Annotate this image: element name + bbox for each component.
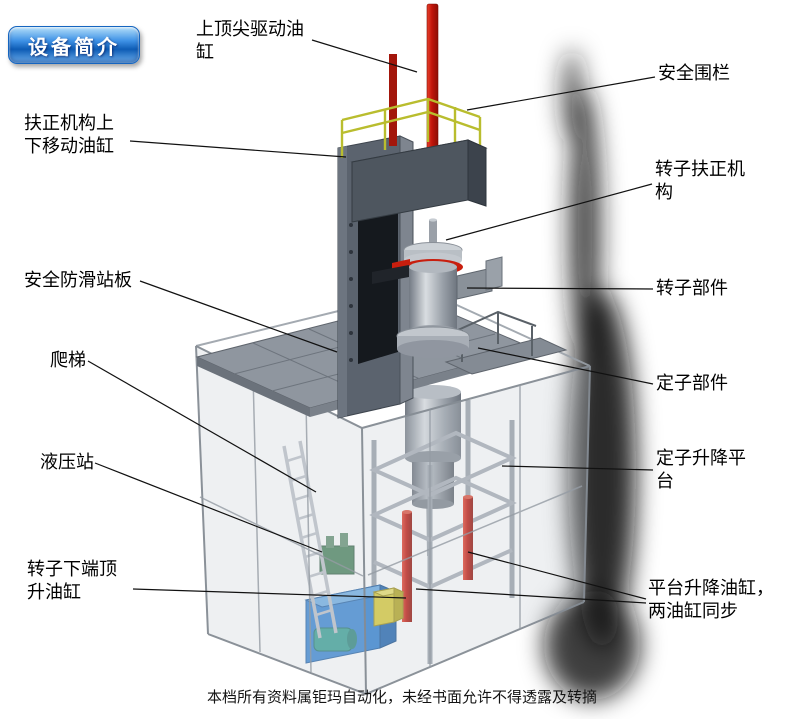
platform-lift-red-cylinders [402, 495, 473, 622]
title-badge: 设备简介 [8, 26, 140, 64]
centering-bracket [456, 267, 493, 300]
callout-platform-lift-cylinders: 平台升降油缸，两油缸同步 [648, 578, 774, 621]
secondary-rod [389, 54, 397, 146]
cage-front [195, 345, 591, 696]
callout-centering-lift-cylinder: 扶正机构上下移动油缸 [24, 113, 114, 156]
callout-hydraulic-station: 液压站 [40, 452, 94, 472]
callout-rotor-bottom-jack-cylinder: 转子下端顶升油缸 [27, 559, 117, 602]
callout-antislip-platform: 安全防滑站板 [24, 270, 132, 290]
callout-stator-part: 定子部件 [656, 373, 728, 393]
callout-rotor-part: 转子部件 [656, 278, 728, 298]
rotor-assembly [372, 218, 503, 358]
callout-stator-lift-platform: 定子升降平台 [656, 448, 746, 491]
callout-safety-fence: 安全围栏 [658, 63, 730, 83]
safety-fence-rails [340, 97, 482, 162]
footer-copyright: 本档所有资料属钜玛自动化，未经书面允许不得透露及转摘 [206, 690, 597, 706]
head-assembly [340, 3, 488, 223]
leader-lines [87, 39, 656, 604]
ladder [282, 440, 338, 639]
callout-ladder: 爬梯 [50, 350, 86, 370]
callout-top-spindle-cylinder: 上顶尖驱动油缸 [196, 19, 304, 62]
stator-under-cylinder [405, 385, 461, 509]
callout-rotor-centering-mechanism: 转子扶正机构 [655, 159, 745, 202]
